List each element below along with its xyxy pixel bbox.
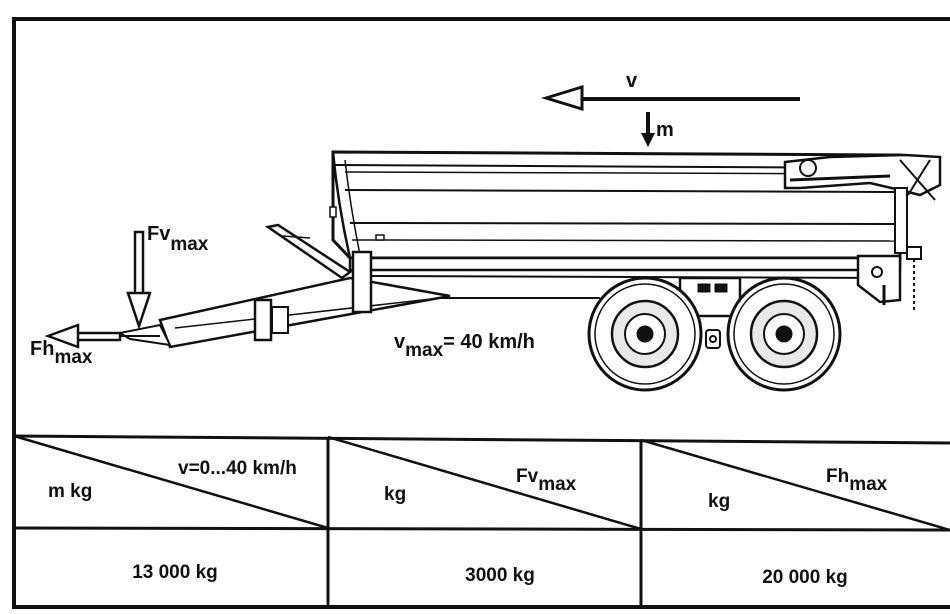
wheel-rear [726, 276, 842, 392]
header-1-bottom-label: m kg [48, 481, 92, 502]
velocity-arrow [540, 84, 800, 112]
header-3-bottom-label: kg [708, 491, 730, 512]
trailer-body [329, 150, 942, 312]
mass-arrow [641, 112, 655, 147]
value-mass: 13 000 kg [132, 562, 218, 583]
header-diagonal-3 [640, 438, 950, 532]
drawbar [117, 250, 451, 349]
header-diagonal-2 [327, 435, 642, 531]
velocity-label: v [626, 70, 638, 92]
vertical-force-label: Fvmax [147, 223, 209, 255]
outer-frame [12, 17, 950, 609]
wheel-front [587, 276, 703, 392]
header-2-top-label: Fvmax [516, 466, 577, 495]
header-diagonal-1 [13, 434, 329, 530]
max-speed-label: vmax= 40 km/h [394, 331, 535, 361]
spec-table [13, 434, 950, 607]
mass-label: m [656, 119, 674, 141]
vertical-force-arrow [126, 230, 152, 330]
header-1-top-label: v=0...40 km/h [178, 458, 297, 479]
value-horizontal-force: 20 000 kg [762, 567, 848, 588]
header-3-top-label: Fhmax [826, 466, 888, 495]
support-leg [264, 223, 353, 280]
horizontal-force-label: Fhmax [30, 338, 93, 368]
horizontal-force-arrow [44, 323, 122, 349]
header-2-bottom-label: kg [384, 484, 406, 505]
value-vertical-force: 3000 kg [465, 565, 535, 586]
